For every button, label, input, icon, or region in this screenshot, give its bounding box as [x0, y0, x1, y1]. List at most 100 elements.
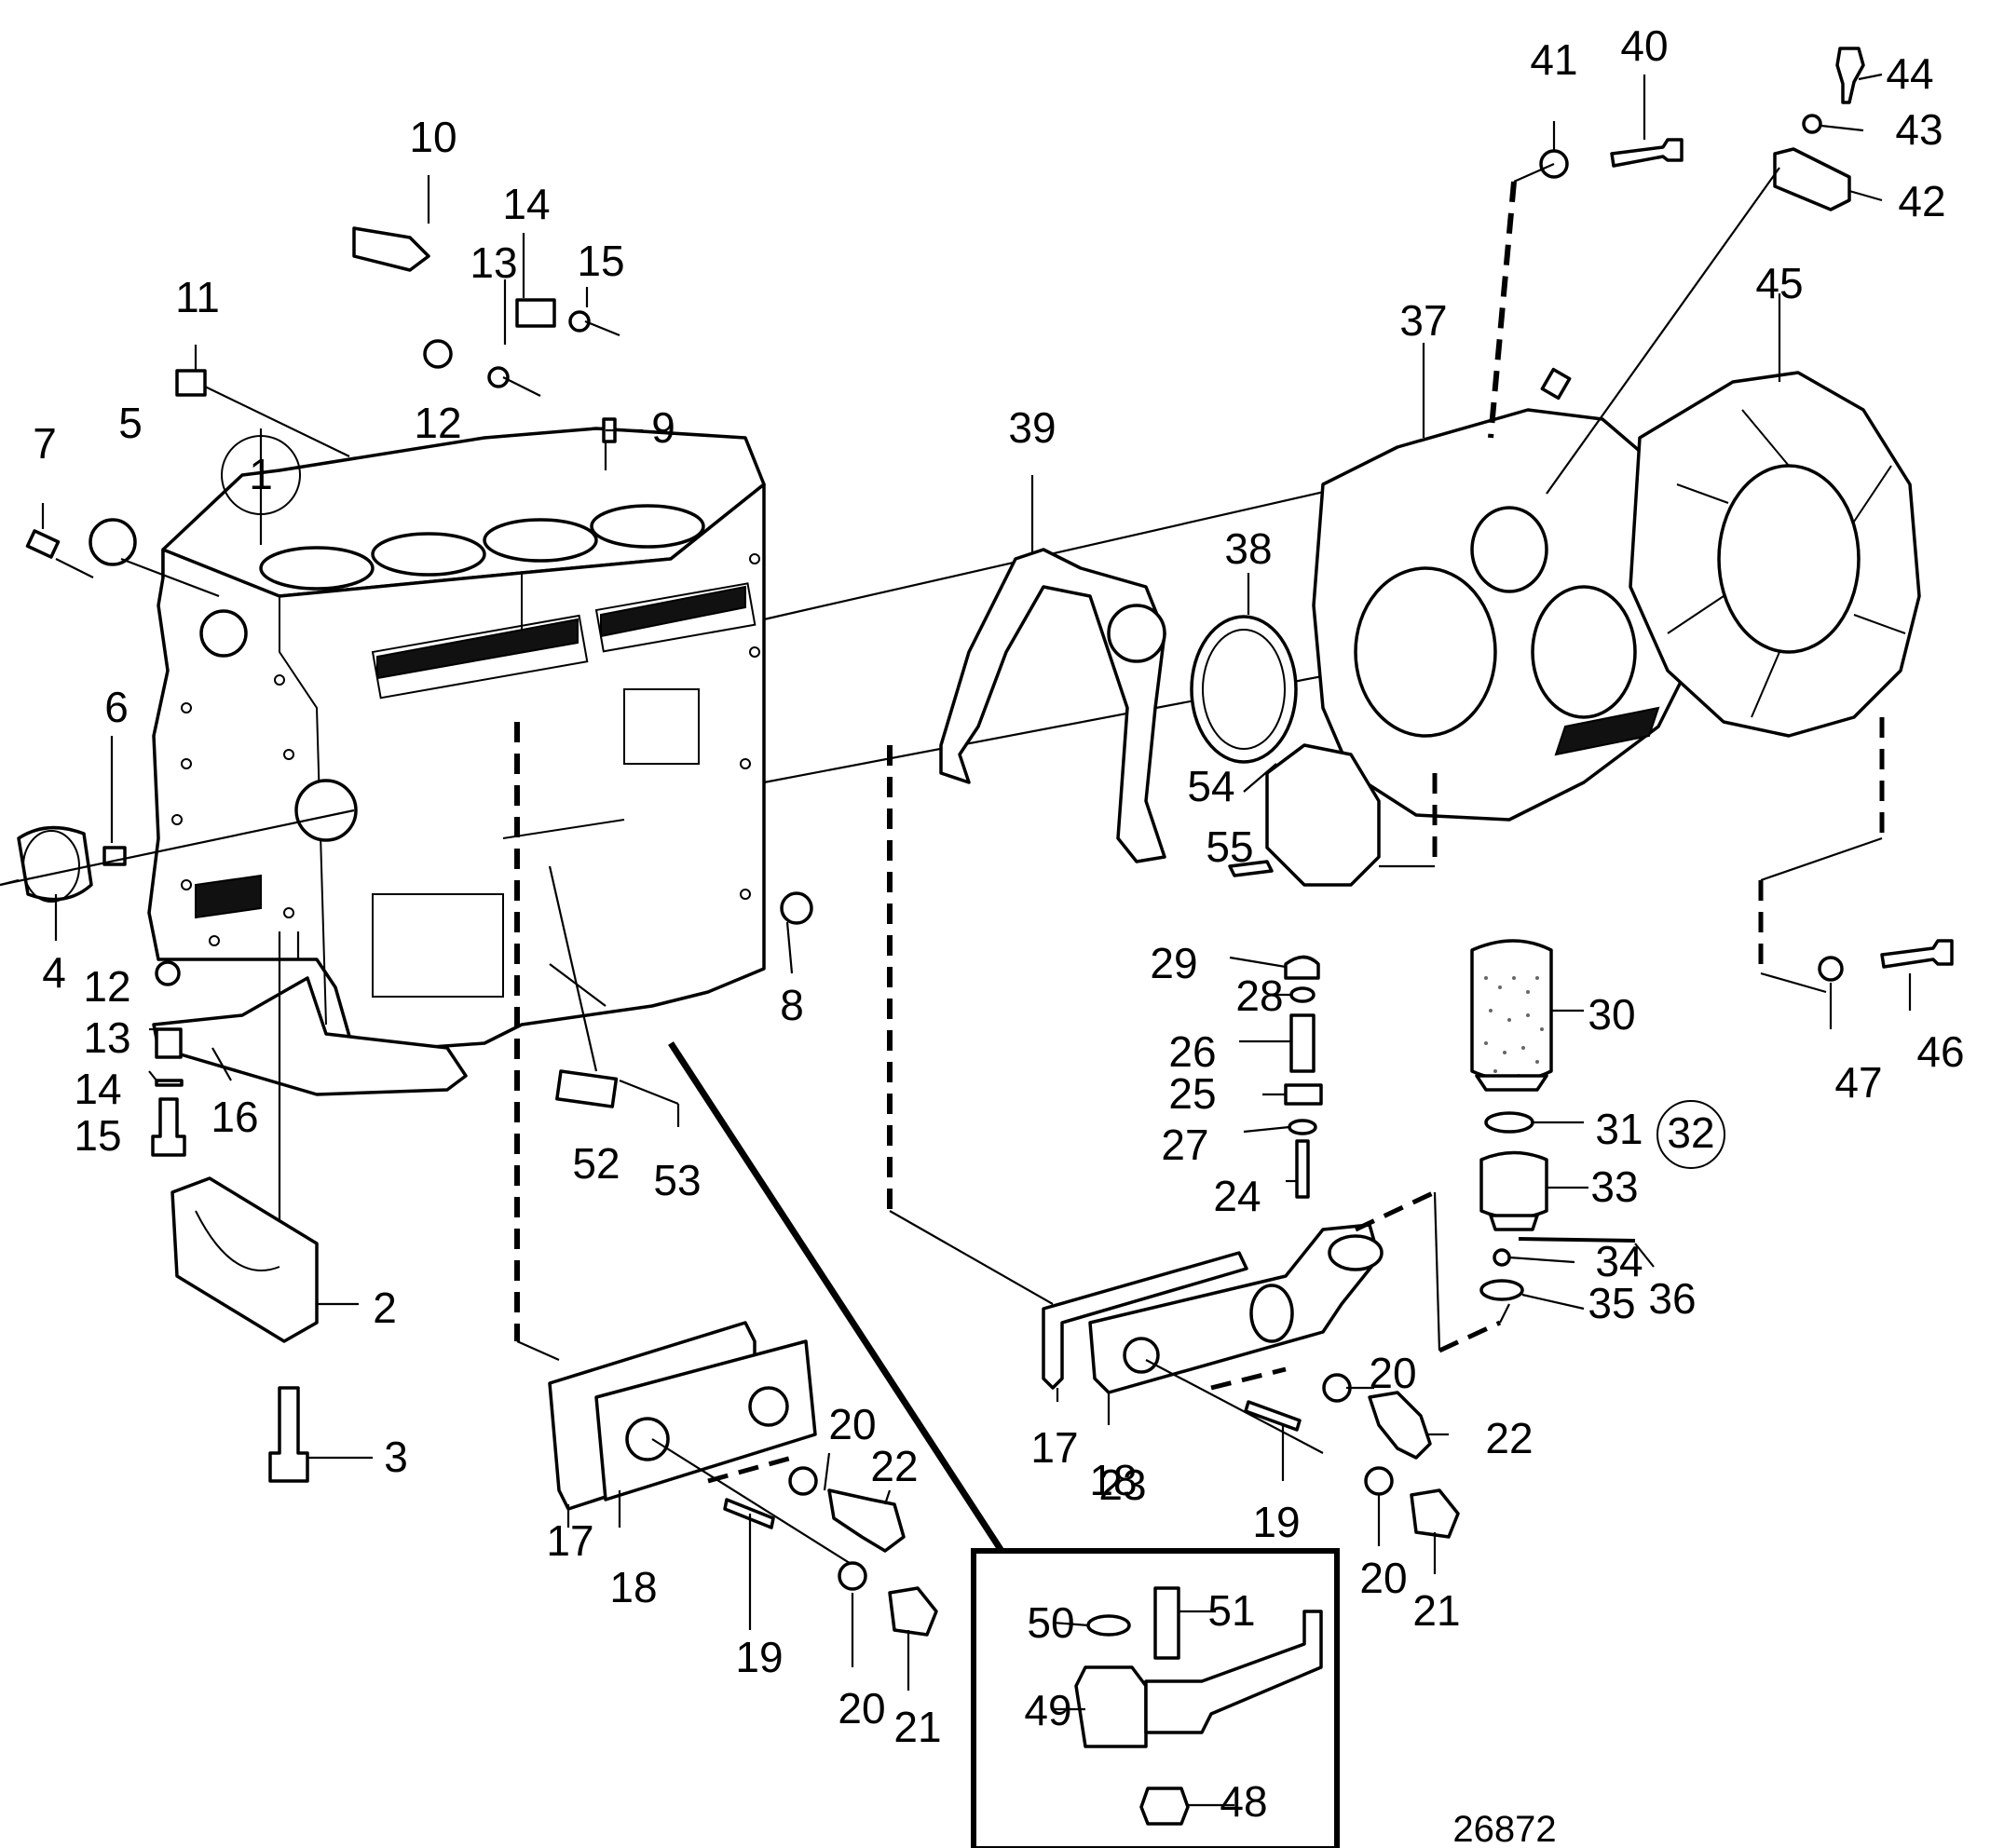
- callout-17: 17: [546, 1516, 593, 1565]
- adapter-33: [1479, 1150, 1548, 1220]
- plug-8: [780, 891, 813, 925]
- pipe-22a: [827, 1488, 906, 1553]
- filter-30: [1470, 939, 1553, 1082]
- callout-6: 6: [104, 683, 129, 731]
- callout-27: 27: [1161, 1121, 1208, 1169]
- callout-40: 40: [1620, 21, 1668, 70]
- callout-21: 21: [1412, 1586, 1460, 1635]
- callout-13: 13: [83, 1013, 130, 1062]
- callout-circle-32: [1656, 1100, 1725, 1169]
- sleeve-26: [1289, 1013, 1316, 1073]
- callout-47: 47: [1834, 1058, 1882, 1107]
- fitting-12: [423, 339, 453, 369]
- callout-1: 1: [249, 450, 273, 498]
- callout-18: 18: [609, 1563, 657, 1611]
- fittings-right: [1758, 717, 1954, 1029]
- washer-47: [1818, 956, 1844, 982]
- callout-55: 55: [1206, 822, 1253, 871]
- callout-29: 29: [1150, 939, 1197, 987]
- plug-5: [89, 518, 137, 566]
- stud-24: [1295, 1139, 1310, 1199]
- flywheel-housing-37: [1312, 343, 1697, 822]
- filter-30-group: [1470, 939, 1725, 1311]
- pipe-22b: [1368, 1391, 1432, 1460]
- washer-27: [1288, 1119, 1317, 1135]
- gear-cover-39: [939, 475, 1166, 863]
- bolt-3: [268, 1386, 309, 1483]
- washer-28: [1289, 986, 1316, 1003]
- callout-7: 7: [33, 419, 57, 468]
- callout-16: 16: [211, 1093, 258, 1141]
- callout-33: 33: [1590, 1162, 1638, 1211]
- callout-14: 14: [502, 180, 550, 228]
- gasket-17b: [1042, 1251, 1248, 1390]
- callout-10: 10: [409, 113, 457, 161]
- stud-51: [1153, 1586, 1180, 1660]
- spacer-25: [1284, 1083, 1323, 1106]
- callout-39: 39: [1008, 403, 1056, 452]
- engine-block: [147, 427, 766, 1054]
- fittings-top-left: [17, 226, 813, 925]
- callout-46: 46: [1916, 1027, 1964, 1076]
- oil-filter-stack: [1042, 955, 1510, 1394]
- callout-34: 34: [1595, 1237, 1643, 1285]
- washer-20d: [1364, 1466, 1394, 1496]
- plug-7: [25, 529, 61, 559]
- callout-45: 45: [1755, 259, 1803, 307]
- washer-20c: [1322, 1373, 1352, 1403]
- ring-35: [1479, 1279, 1524, 1301]
- callout-11: 11: [175, 273, 220, 321]
- callout-31: 31: [1595, 1105, 1643, 1153]
- bolt-40: [1610, 138, 1684, 168]
- plate-42: [1773, 147, 1851, 211]
- callout-labels: 1234567891011121213131414151516171718181…: [33, 21, 1964, 1826]
- callout-30: 30: [1588, 990, 1635, 1039]
- cover-52: [555, 1069, 680, 1127]
- callout-circle-1: [221, 435, 301, 515]
- callout-20: 20: [828, 1400, 876, 1448]
- callout-52: 52: [572, 1139, 620, 1188]
- callout-21: 21: [893, 1703, 941, 1751]
- callout-4: 4: [42, 948, 66, 997]
- callout-22: 22: [1485, 1414, 1533, 1462]
- plug-11: [175, 369, 207, 397]
- callout-35: 35: [1588, 1279, 1635, 1327]
- reference-number: 26872: [1452, 1809, 1556, 1848]
- callout-54: 54: [1187, 762, 1234, 810]
- callout-2: 2: [373, 1284, 397, 1332]
- callout-12: 12: [83, 962, 130, 1011]
- callout-48: 48: [1220, 1777, 1267, 1826]
- sensor-10: [352, 226, 430, 272]
- valve-49: [1074, 1665, 1148, 1748]
- gasket-16-assembly: [148, 931, 468, 1239]
- seal-38: [1190, 573, 1298, 764]
- flywheel-cover-45: [1629, 293, 1921, 738]
- nut-29: [1284, 955, 1320, 980]
- callout-23: 23: [1098, 1461, 1146, 1509]
- washer-14: [155, 1079, 184, 1087]
- callout-22: 22: [870, 1442, 918, 1490]
- callout-18: 18: [1089, 1456, 1137, 1504]
- callout-26: 26: [1168, 1027, 1216, 1076]
- bolt-44: [1835, 47, 1865, 104]
- bush-13: [155, 1027, 183, 1059]
- bolt-15: [151, 1097, 186, 1157]
- callout-25: 25: [1168, 1069, 1216, 1118]
- callout-3: 3: [384, 1433, 408, 1481]
- ring-31: [1484, 1111, 1534, 1134]
- fitting-14: [515, 298, 556, 328]
- callout-42: 42: [1898, 177, 1945, 225]
- callout-24: 24: [1213, 1172, 1261, 1220]
- callout-15: 15: [577, 237, 624, 285]
- washer-12: [155, 960, 181, 986]
- callout-43: 43: [1895, 105, 1943, 154]
- fittings-top-right: [1488, 47, 1883, 495]
- bearing-cap-2: [170, 1176, 373, 1483]
- callout-37: 37: [1399, 296, 1447, 345]
- bolt-46: [1880, 939, 1954, 969]
- callout-53: 53: [653, 1156, 701, 1204]
- assembly-lines: [514, 722, 1054, 1553]
- washer-20b: [838, 1561, 867, 1591]
